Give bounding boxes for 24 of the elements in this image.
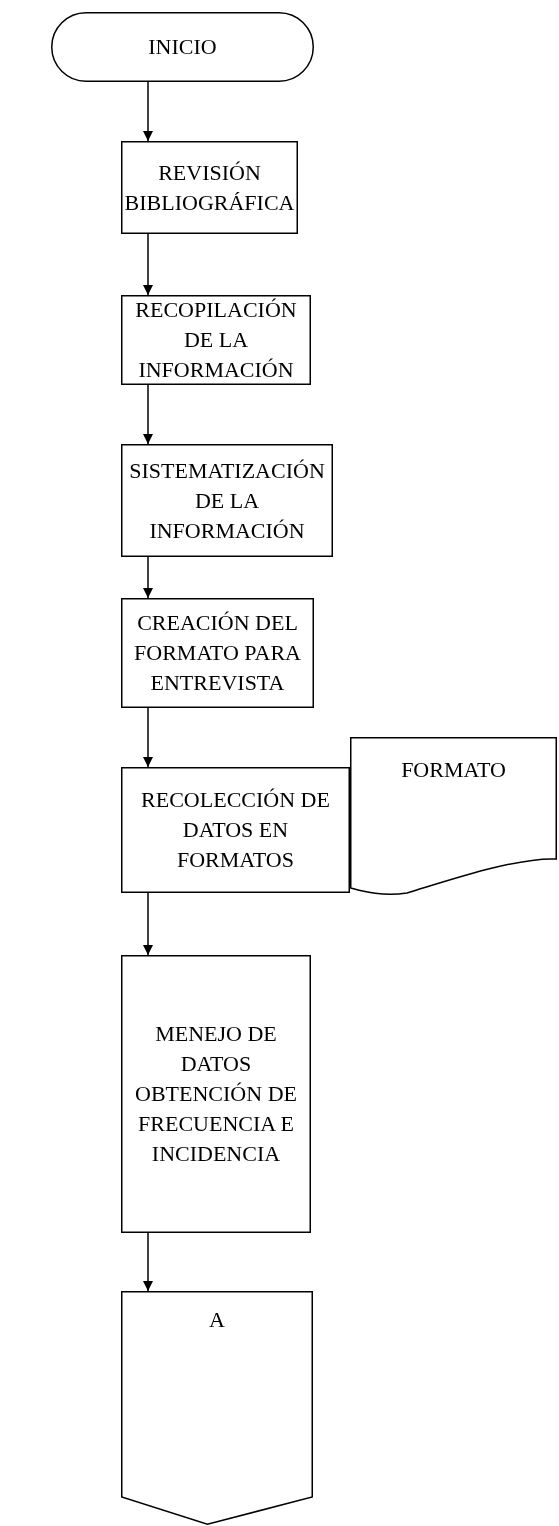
process-box bbox=[121, 955, 311, 1233]
arrow bbox=[143, 384, 153, 445]
off-page-connector bbox=[121, 1291, 313, 1525]
process-box bbox=[121, 444, 333, 557]
process-box bbox=[121, 767, 350, 893]
arrow bbox=[143, 707, 153, 768]
node-text: RECOLECCIÓN DE DATOS EN FORMATOS bbox=[140, 786, 331, 874]
node-text: REVISIÓN BIBLIOGRÁFICA bbox=[124, 158, 295, 217]
arrow bbox=[143, 556, 153, 599]
arrow bbox=[143, 81, 153, 142]
arrow bbox=[143, 1232, 153, 1292]
process-box bbox=[121, 295, 311, 385]
arrow bbox=[143, 233, 153, 296]
node-text: SISTEMATIZACIÓN DE LA INFORMACIÓN bbox=[128, 456, 326, 545]
node-text: FORMATO bbox=[401, 756, 506, 784]
process-box bbox=[121, 598, 314, 708]
node-text: MENEJO DE DATOS OBTENCIÓN DE FRECUENCIA E INCIDENCIA bbox=[134, 1020, 298, 1168]
node-text: A bbox=[209, 1306, 225, 1334]
node-text: INICIO bbox=[148, 33, 217, 61]
process-box bbox=[121, 141, 298, 234]
arrow bbox=[143, 892, 153, 956]
node-text: CREACIÓN DEL FORMATO PARA ENTREVISTA bbox=[133, 609, 302, 697]
node-text: RECOPILACIÓN DE LA INFORMACIÓN bbox=[134, 296, 298, 384]
document-shape bbox=[350, 737, 557, 895]
